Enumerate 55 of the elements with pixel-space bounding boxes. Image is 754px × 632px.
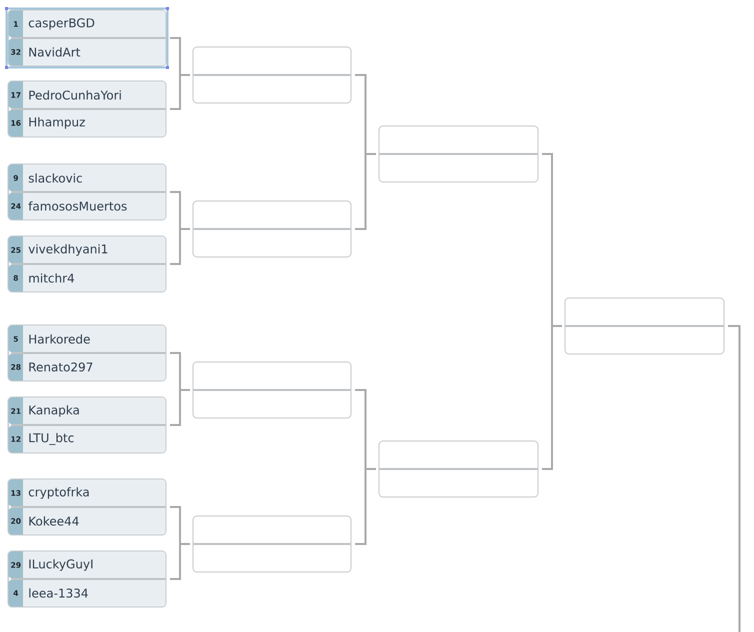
bracket-line bbox=[170, 543, 190, 580]
match-box bbox=[192, 362, 352, 418]
player-name: cryptofrka bbox=[28, 487, 89, 499]
player-row bbox=[8, 265, 166, 292]
match-box bbox=[8, 396, 166, 454]
player-row bbox=[8, 10, 166, 37]
player-name: slackovic bbox=[28, 173, 82, 183]
player-name: ILuckyGuyI bbox=[29, 559, 92, 571]
player-name: Renato297 bbox=[29, 362, 92, 372]
player-name: casperBGD bbox=[28, 18, 94, 30]
bracket-line bbox=[728, 325, 740, 632]
match-box bbox=[8, 164, 166, 220]
player-name: Kokee44 bbox=[29, 516, 79, 526]
player-name: PedroCunhaYori bbox=[29, 90, 121, 100]
match-box bbox=[192, 200, 352, 258]
player-name: Harkorede bbox=[29, 334, 90, 344]
match-box bbox=[8, 236, 166, 292]
player-name: NavidArt bbox=[29, 47, 80, 57]
player-name: LTU_btc bbox=[29, 433, 74, 445]
player-row bbox=[8, 39, 166, 66]
player-row bbox=[8, 193, 166, 220]
match-box bbox=[8, 80, 166, 138]
bracket-line bbox=[542, 325, 562, 470]
match-box bbox=[564, 298, 724, 354]
bracket-line bbox=[355, 153, 376, 230]
player-row bbox=[8, 398, 166, 424]
player-row bbox=[8, 326, 166, 352]
player-row bbox=[8, 110, 166, 136]
player-name: leea-1334 bbox=[29, 588, 88, 598]
player-name: Kanapka bbox=[29, 405, 79, 417]
player-row bbox=[8, 426, 166, 452]
player-row bbox=[8, 508, 166, 534]
bracket-line bbox=[355, 468, 376, 545]
bracket-line bbox=[170, 228, 190, 265]
bracket-line bbox=[170, 74, 190, 110]
player-row bbox=[8, 580, 166, 606]
match-box bbox=[8, 478, 166, 536]
player-row bbox=[8, 552, 166, 578]
player-name: mitchr4 bbox=[29, 273, 74, 283]
player-row bbox=[8, 164, 166, 191]
match-box bbox=[5, 7, 169, 69]
player-name: Hhampuz bbox=[29, 117, 85, 129]
player-name: famososMuertos bbox=[28, 201, 127, 211]
player-row bbox=[8, 480, 166, 506]
match-box bbox=[8, 550, 166, 608]
player-row bbox=[8, 82, 166, 108]
match-box bbox=[378, 440, 538, 498]
player-row bbox=[8, 236, 166, 263]
player-row bbox=[8, 354, 166, 380]
bracket-line bbox=[170, 389, 190, 426]
match-box bbox=[378, 126, 538, 182]
match-box bbox=[8, 324, 166, 382]
match-box bbox=[192, 516, 352, 572]
match-box bbox=[192, 46, 352, 104]
player-name: vivekdhyani1 bbox=[28, 244, 108, 256]
